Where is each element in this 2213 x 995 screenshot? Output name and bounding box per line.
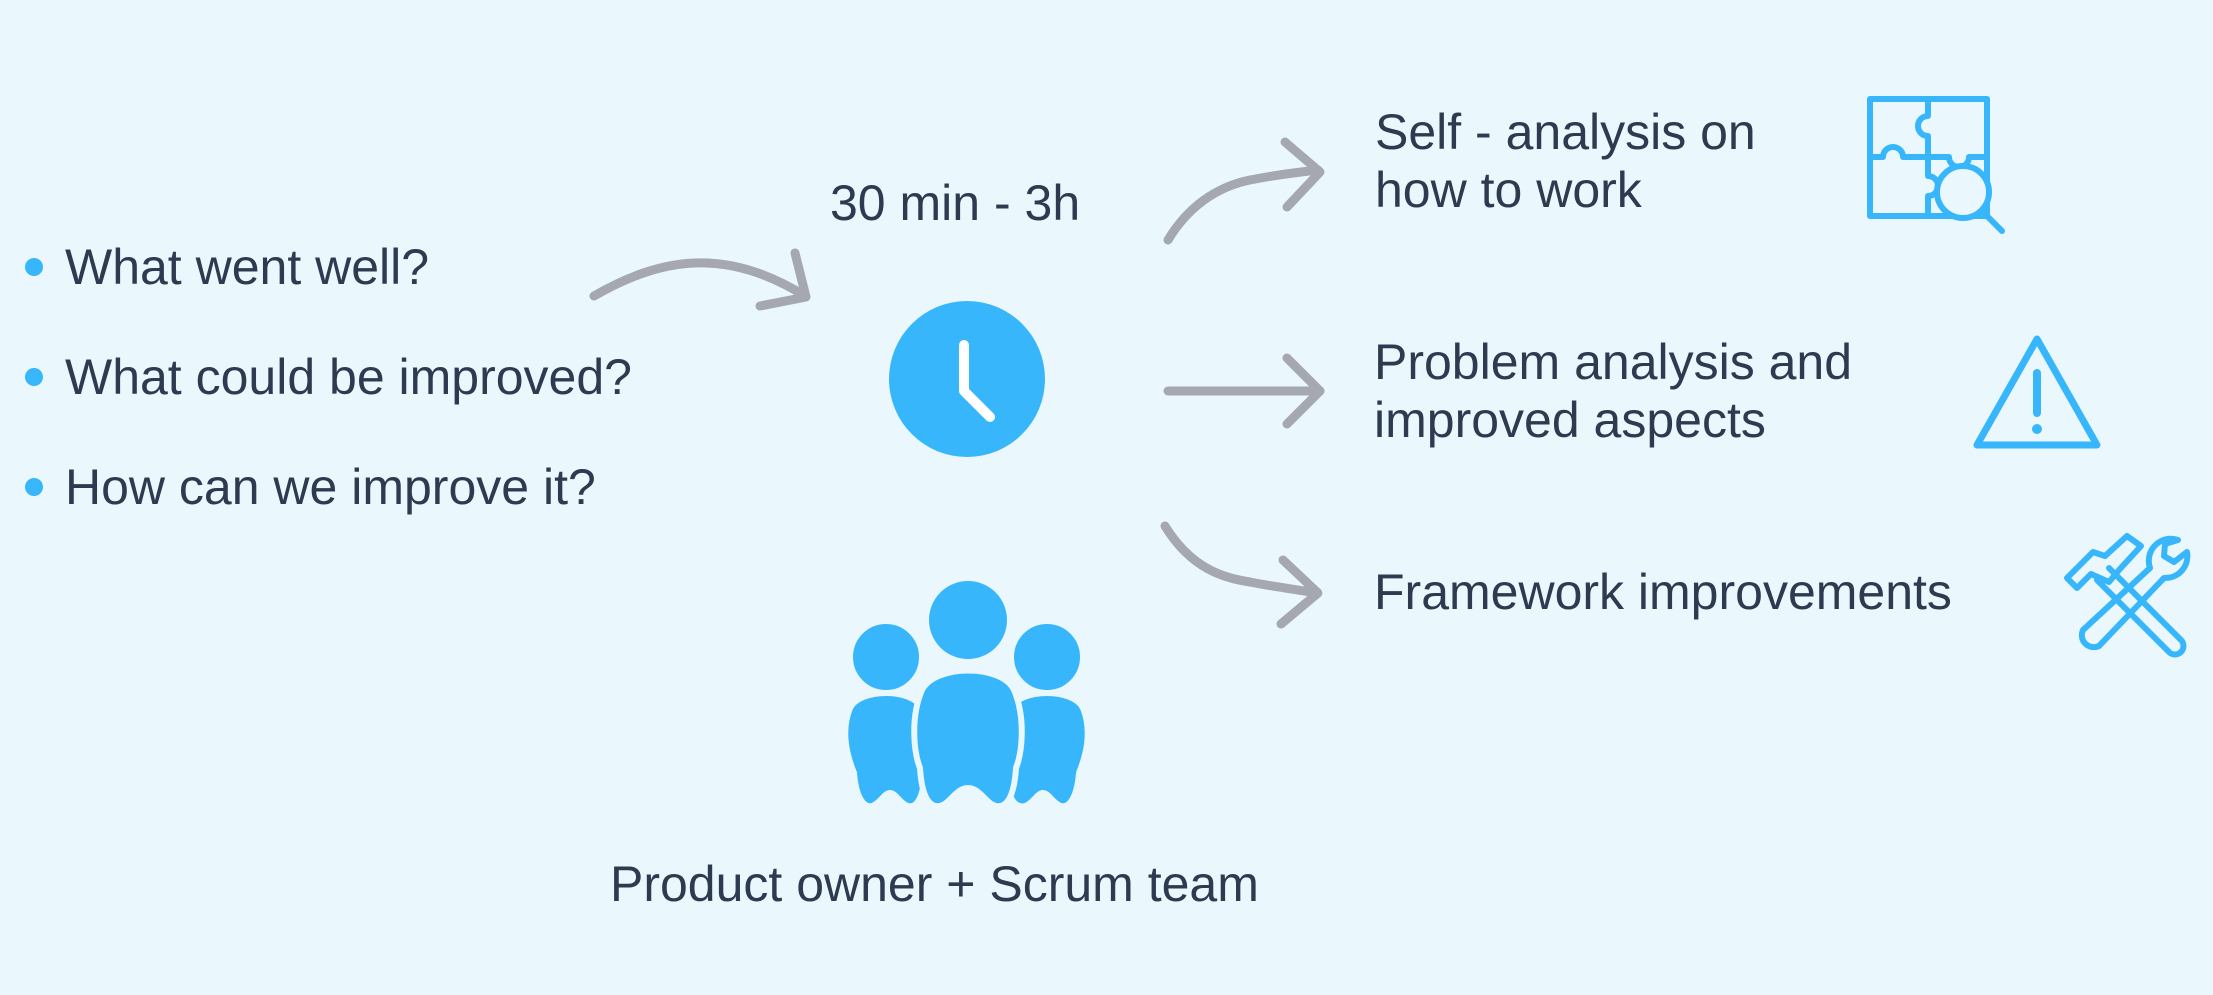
team-icon	[842, 575, 1091, 810]
arrow-to-outcome-1	[1163, 137, 1325, 245]
outcome-line: Problem analysis and	[1374, 334, 1853, 390]
bullet-dot	[25, 258, 43, 276]
outcome-line: improved aspects	[1374, 392, 1766, 448]
outcome-line: Framework improvements	[1374, 564, 1952, 620]
outcome-self-analysis: Self - analysis on how to work	[1375, 103, 1756, 219]
question-label: What went well?	[65, 239, 430, 295]
outcome-line: Self - analysis on	[1375, 104, 1756, 160]
arrow-to-outcome-3	[1160, 521, 1323, 629]
arrow-to-outcome-2	[1163, 353, 1325, 429]
question-label: How can we improve it?	[65, 459, 596, 515]
question-item: What could be improved?	[25, 348, 632, 406]
outcome-line: how to work	[1375, 162, 1642, 218]
participants-label: Product owner + Scrum team	[610, 856, 1259, 912]
puzzle-search-icon	[1867, 96, 2005, 234]
outcome-framework-improvements: Framework improvements	[1374, 563, 1952, 621]
tools-icon	[2064, 533, 2191, 658]
clock-icon	[889, 301, 1045, 457]
bullet-dot	[25, 478, 43, 496]
duration-label: 30 min - 3h	[830, 175, 1081, 231]
arrow-to-clock	[589, 248, 811, 311]
question-list: What went well? What could be improved? …	[25, 238, 632, 568]
bullet-dot	[25, 368, 43, 386]
outcome-problem-analysis: Problem analysis and improved aspects	[1374, 333, 1852, 449]
question-label: What could be improved?	[65, 349, 632, 405]
question-item: How can we improve it?	[25, 458, 632, 516]
warning-icon	[1973, 335, 2101, 449]
question-item: What went well?	[25, 238, 632, 296]
